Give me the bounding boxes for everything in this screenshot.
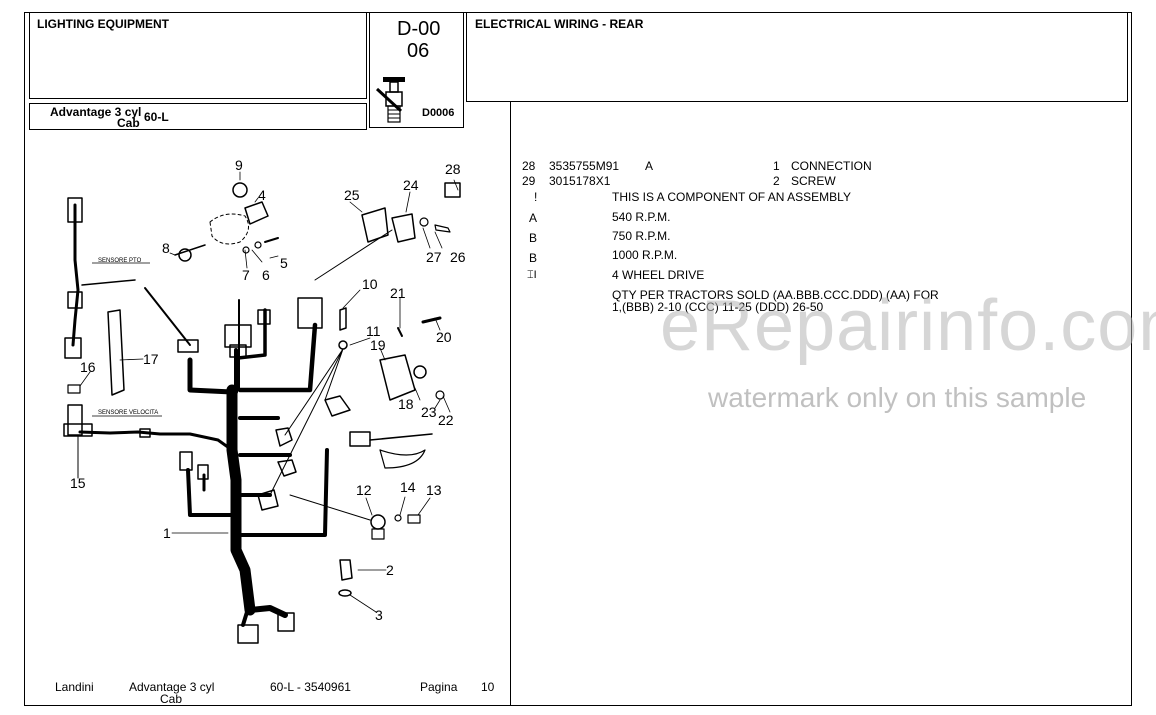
note-text: 1000 R.P.M.	[612, 248, 678, 262]
callout-16: 16	[80, 359, 96, 375]
column-divider	[510, 102, 511, 706]
model-code: 60-L	[144, 110, 169, 124]
note-key: A	[529, 211, 538, 225]
footer-model-line2: Cab	[160, 692, 183, 706]
note-text: 750 R.P.M.	[612, 229, 671, 243]
part-ref: 29	[522, 174, 536, 188]
model-box: Advantage 3 cyl Cab 60-L	[29, 103, 367, 130]
drawing-id: D0006	[422, 107, 455, 119]
section-code: D-00	[397, 18, 441, 40]
callout-12: 12	[356, 482, 372, 498]
footer-page-number: 10	[481, 680, 495, 694]
part-qty: 1	[773, 159, 780, 173]
title-box: ELECTRICAL WIRING - REAR	[466, 12, 1128, 102]
callout-22: 22	[438, 412, 454, 428]
callout-21: 21	[390, 285, 406, 301]
callout-15: 15	[70, 475, 86, 491]
part-number: 3015178X1	[549, 174, 611, 188]
wiring-diagram: 1 2 3 4 5 6 7 8 9 10 11 12 13 14 15 16 1…	[63, 157, 466, 644]
model-line2: Cab	[117, 116, 140, 130]
note-key: !	[534, 190, 538, 204]
callout-20: 20	[436, 329, 452, 345]
callout-19: 19	[370, 337, 386, 353]
code-box: D-00 06 D0006	[369, 12, 464, 128]
model-line1: Advantage 3 cyl	[50, 105, 142, 119]
part-desc: SCREW	[791, 174, 836, 188]
note-key: ⌶I	[527, 269, 537, 281]
note-key: B	[529, 251, 538, 265]
footer-page-label: Pagina	[420, 680, 458, 694]
callout-10: 10	[362, 276, 378, 292]
callout-23: 23	[421, 404, 437, 420]
callout-2: 2	[386, 562, 394, 578]
watermark-text: watermark only on this sample	[708, 382, 1087, 413]
callout-3: 3	[375, 607, 383, 623]
callout-4: 4	[258, 187, 266, 203]
part-desc: CONNECTION	[791, 159, 872, 173]
callout-18: 18	[398, 396, 414, 412]
note-text: 540 R.P.M.	[612, 210, 671, 224]
footer-brand: Landini	[55, 680, 94, 694]
callout-7: 7	[242, 267, 250, 283]
category-box: LIGHTING EQUIPMENT	[29, 12, 367, 99]
watermark-logo: eRepairinfo.com	[660, 286, 1156, 366]
callout-14: 14	[400, 479, 416, 495]
part-note: A	[645, 159, 654, 173]
note-text: 4 WHEEL DRIVE	[612, 268, 705, 282]
callout-27: 27	[426, 249, 442, 265]
callout-28: 28	[445, 161, 461, 177]
callout-9: 9	[235, 157, 243, 173]
callout-5: 5	[280, 255, 288, 271]
section-subcode: 06	[407, 40, 430, 62]
part-number: 3535755M91	[549, 159, 620, 173]
part-qty: 2	[773, 174, 780, 188]
note-key: B	[529, 231, 538, 245]
section-icon	[375, 77, 405, 123]
callout-13: 13	[426, 482, 442, 498]
callout-6: 6	[262, 267, 270, 283]
qty-note-line1: QTY PER TRACTORS SOLD (AA.BBB.CCC.DDD) (…	[612, 288, 939, 302]
callout-24: 24	[403, 177, 419, 193]
callout-8: 8	[162, 240, 170, 256]
category-title: LIGHTING EQUIPMENT	[37, 17, 169, 31]
callout-11: 11	[366, 323, 381, 339]
page-title: ELECTRICAL WIRING - REAR	[475, 17, 644, 31]
qty-note-line2: 1,(BBB) 2-10 (CCC) 11-25 (DDD) 26-50	[612, 300, 824, 314]
sensor-pto-label: SENSORE PTO	[98, 258, 142, 264]
footer-ref: 60-L - 3540961	[270, 680, 351, 694]
part-ref: 28	[522, 159, 536, 173]
callout-1: 1	[163, 525, 171, 541]
callout-25: 25	[344, 187, 360, 203]
callout-26: 26	[450, 249, 466, 265]
note-text: THIS IS A COMPONENT OF AN ASSEMBLY	[612, 190, 851, 204]
sensor-speed-label: SENSORE VELOCITA	[98, 410, 158, 416]
callout-17: 17	[143, 351, 159, 367]
footer-model-line1: Advantage 3 cyl	[129, 680, 215, 694]
